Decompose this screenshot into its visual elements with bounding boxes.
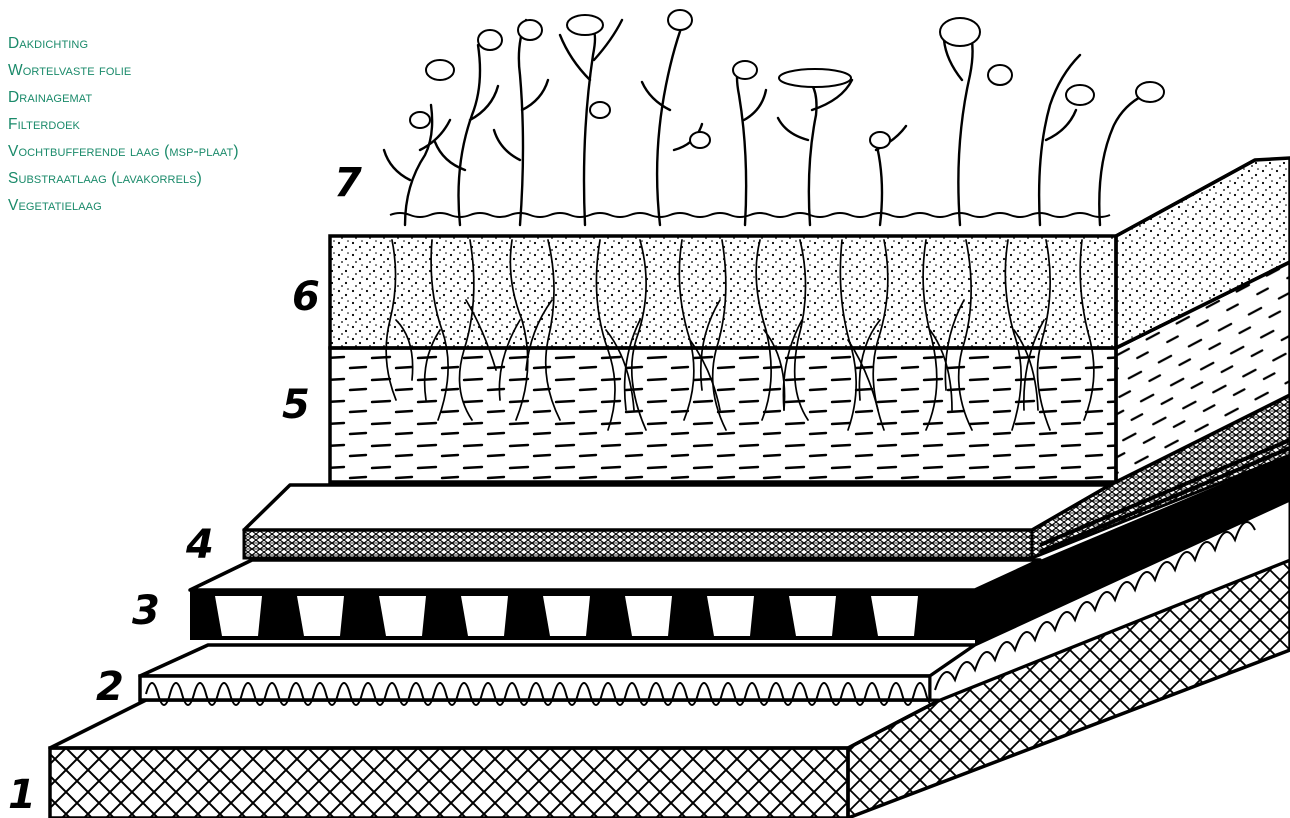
layer-number-7: 7 [334,160,362,206]
layer-number-4: 4 [185,522,214,568]
layer-number-5: 5 [282,382,310,428]
layer-number-1: 1 [8,772,36,818]
layer-number-3: 3 [132,588,160,634]
layer-number-2: 2 [96,664,124,710]
layer-number-6: 6 [292,274,320,320]
layer-7-vegetation [384,10,1164,225]
